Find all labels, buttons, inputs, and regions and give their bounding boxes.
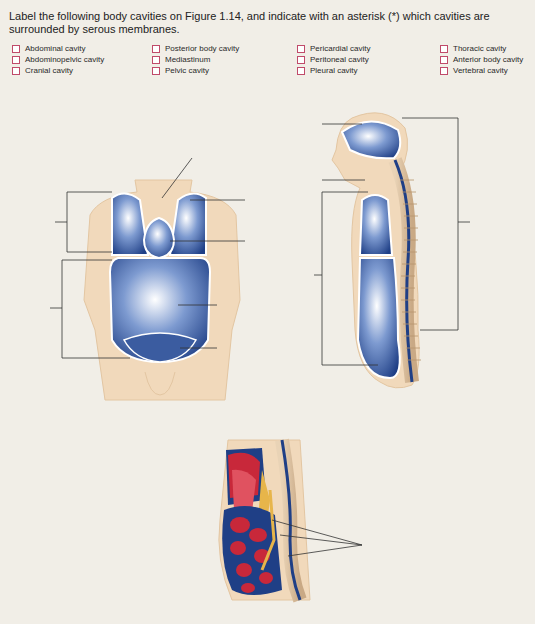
side-body: [314, 113, 470, 388]
checklist-item: Peritoneal cavity: [297, 55, 369, 65]
cavity-term: Pericardial cavity: [310, 44, 370, 54]
cavity-term: Vertebral cavity: [453, 66, 508, 76]
front-torso: [50, 158, 245, 400]
cavity-term: Peritoneal cavity: [310, 55, 369, 65]
checkbox: [12, 67, 20, 75]
checkbox: [440, 56, 448, 64]
cavity-term: Anterior body cavity: [453, 55, 523, 65]
checkbox: [440, 45, 448, 53]
cavity-term: Cranial cavity: [25, 66, 73, 76]
checkbox: [297, 67, 305, 75]
checklist-item: Thoracic cavity: [440, 44, 506, 54]
checklist-item: Posterior body cavity: [152, 44, 239, 54]
instruction-text: Label the following body cavities on Fig…: [9, 10, 527, 36]
sagittal-section: [219, 440, 362, 600]
checklist-item: Anterior body cavity: [440, 55, 523, 65]
checklist-item: Pleural cavity: [297, 66, 358, 76]
checklist-item: Pericardial cavity: [297, 44, 370, 54]
cavity-term: Mediastinum: [165, 55, 210, 65]
cavity-term: Posterior body cavity: [165, 44, 239, 54]
cavity-term: Pleural cavity: [310, 66, 358, 76]
cavity-term: Thoracic cavity: [453, 44, 506, 54]
checklist-item: Pelvic cavity: [152, 66, 209, 76]
checkbox: [152, 56, 160, 64]
checkbox: [12, 56, 20, 64]
checklist-item: Vertebral cavity: [440, 66, 508, 76]
checkbox: [440, 67, 448, 75]
checklist-item: Abdominal cavity: [12, 44, 85, 54]
checklist-item: Cranial cavity: [12, 66, 73, 76]
cavity-term: Pelvic cavity: [165, 66, 209, 76]
cavity-term: Abdominopelvic cavity: [25, 55, 104, 65]
checkbox: [297, 45, 305, 53]
checkbox: [297, 56, 305, 64]
checklist-item: Mediastinum: [152, 55, 210, 65]
checkbox: [152, 45, 160, 53]
checkbox: [152, 67, 160, 75]
checklist-item: Abdominopelvic cavity: [12, 55, 104, 65]
checkbox: [12, 45, 20, 53]
cavity-term: Abdominal cavity: [25, 44, 85, 54]
